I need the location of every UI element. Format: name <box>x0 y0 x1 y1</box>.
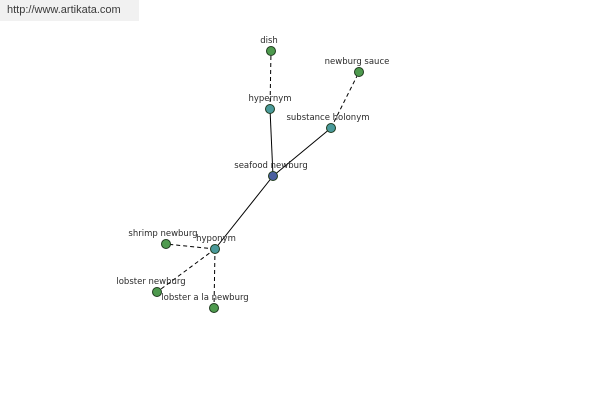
node-lobster-newburg[interactable] <box>152 287 162 297</box>
node-label-shrimp-newburg[interactable]: shrimp newburg <box>128 229 197 239</box>
node-hyponym[interactable] <box>210 244 220 254</box>
edge-hyponym-to-lobster-a-la-newburg <box>213 248 216 309</box>
node-label-dish[interactable]: dish <box>260 36 278 46</box>
edge-hypernym-to-dish <box>269 50 272 110</box>
graph-nodes <box>152 46 364 313</box>
edge-substance-holonym-to-newburg-sauce <box>330 71 360 129</box>
node-dish[interactable] <box>266 46 276 56</box>
graph-labels: dish newburg sauce hypernym substance holon… <box>116 36 389 303</box>
node-label-lobster-a-la-newburg[interactable]: lobster a la newburg <box>161 293 248 303</box>
graph-edges <box>156 50 360 309</box>
node-label-newburg-sauce[interactable]: newburg sauce <box>325 57 390 67</box>
node-label-hypernym[interactable]: hypernym <box>248 94 291 104</box>
edge-hyponym-to-shrimp-newburg <box>165 243 216 250</box>
watermark-url: http://www.artikata.com <box>0 0 139 21</box>
node-hypernym[interactable] <box>265 104 275 114</box>
node-newburg-sauce[interactable] <box>354 67 364 77</box>
node-seafood-newburg[interactable] <box>268 171 278 181</box>
edge-seafood-newburg-to-substance-holonym <box>272 127 332 177</box>
node-substance-holonym[interactable] <box>326 123 336 133</box>
node-label-seafood-newburg[interactable]: seafood newburg <box>234 161 307 171</box>
node-label-substance-holonym[interactable]: substance holonym <box>286 113 369 123</box>
edge-seafood-newburg-to-hypernym <box>269 108 274 177</box>
node-lobster-a-la-newburg[interactable] <box>209 303 219 313</box>
edge-hyponym-to-lobster-newburg <box>156 248 216 293</box>
edge-seafood-newburg-to-hyponym <box>214 175 274 250</box>
node-label-lobster-newburg[interactable]: lobster newburg <box>116 277 185 287</box>
node-shrimp-newburg[interactable] <box>161 239 171 249</box>
node-label-hyponym[interactable]: hyponym <box>196 234 236 244</box>
